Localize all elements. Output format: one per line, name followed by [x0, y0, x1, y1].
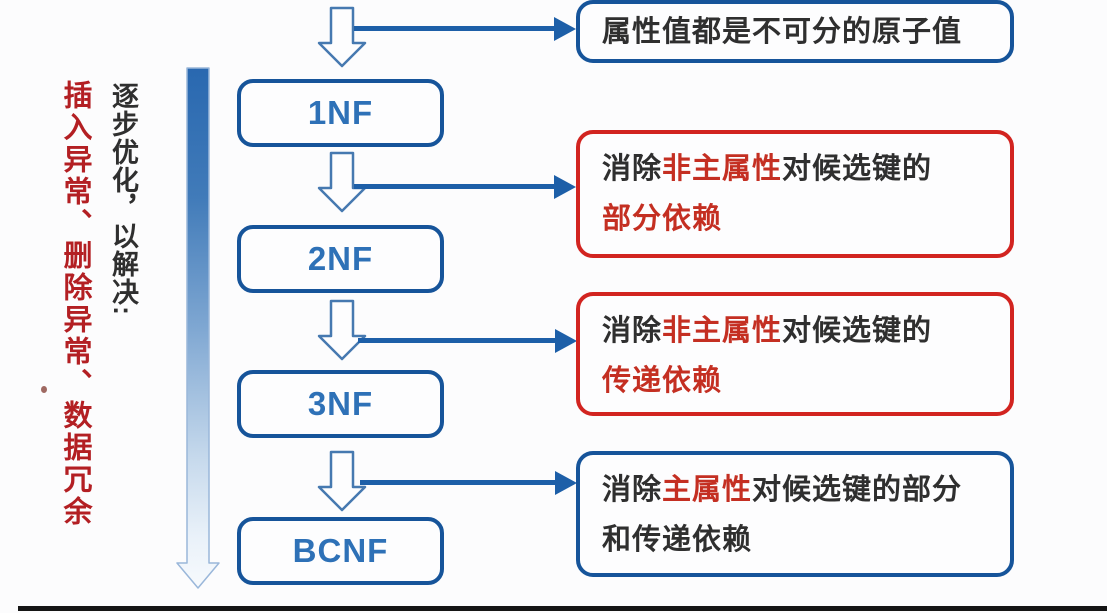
connector-arrowhead-2-icon	[554, 175, 576, 199]
annotation-text-line: 和传递依赖	[602, 515, 992, 565]
annotation-text-segment: 消除	[602, 315, 663, 347]
annotation-text-line: 属性值都是不可分的原子值	[602, 7, 962, 57]
node-bcnf-label: BCNF	[292, 532, 389, 569]
node-1nf-label: 1NF	[307, 94, 374, 131]
step-arrow-1-icon	[317, 6, 367, 68]
annotation-3nf-rule: 消除非主属性对候选键的传递依赖	[576, 292, 1014, 416]
annotation-text-line: 消除主属性对候选键的部分	[602, 465, 992, 515]
node-3nf-label: 3NF	[307, 385, 374, 422]
gradient-arrow-shape	[176, 67, 220, 589]
anomaly-note-text: 插入异常、删除异常、数据冗余	[59, 80, 91, 528]
node-2nf-label: 2NF	[307, 240, 374, 277]
annotation-text-line: 消除非主属性对候选键的	[602, 306, 992, 356]
connector-line-3	[358, 338, 556, 343]
annotation-text-segment: 对候选键的部分	[752, 474, 963, 506]
annotation-text-segment: 消除	[602, 474, 663, 506]
annotation-text-line: 传递依赖	[602, 356, 992, 406]
annotation-text-line: 部分依赖	[602, 194, 992, 244]
connector-arrowhead-1-icon	[554, 17, 576, 41]
step-arrow-2-icon	[317, 151, 367, 213]
stray-dot	[41, 386, 47, 393]
connector-line-1	[354, 26, 556, 31]
step-arrow-4-icon	[317, 450, 367, 512]
node-2nf: 2NF	[237, 225, 444, 293]
annotation-bcnf-rule: 消除主属性对候选键的部分和传递依赖	[576, 451, 1014, 577]
optimize-note-text: 逐步优化，以解决:	[108, 82, 138, 316]
annotation-text-segment: 对候选键的	[782, 315, 933, 347]
connector-line-2	[354, 184, 556, 189]
node-3nf: 3NF	[237, 370, 444, 438]
bottom-divider	[18, 606, 1107, 611]
node-1nf: 1NF	[237, 79, 444, 147]
annotation-text-segment: 对候选键的	[782, 153, 933, 185]
node-bcnf: BCNF	[237, 517, 444, 585]
annotation-text-segment: 消除	[602, 153, 663, 185]
annotation-text-segment: 和传递依赖	[602, 524, 753, 556]
annotation-text-segment: 主属性	[662, 474, 753, 506]
connector-arrowhead-3-icon	[555, 329, 577, 353]
annotation-text-segment: 属性值都是不可分的原子值	[602, 15, 963, 48]
annotation-1nf-rule: 属性值都是不可分的原子值	[576, 0, 1014, 63]
step-arrow-3-icon	[317, 299, 367, 361]
annotation-text-segment: 部分依赖	[602, 203, 723, 235]
annotation-2nf-rule: 消除非主属性对候选键的部分依赖	[576, 130, 1014, 258]
connector-arrowhead-4-icon	[555, 471, 577, 495]
annotation-text-segment: 非主属性	[662, 153, 783, 185]
annotation-text-line: 消除非主属性对候选键的	[602, 144, 992, 194]
connector-line-4	[360, 480, 556, 485]
annotation-text-segment: 非主属性	[662, 315, 783, 347]
annotation-text-segment: 传递依赖	[602, 365, 723, 397]
gradient-down-arrow-icon	[176, 67, 220, 589]
